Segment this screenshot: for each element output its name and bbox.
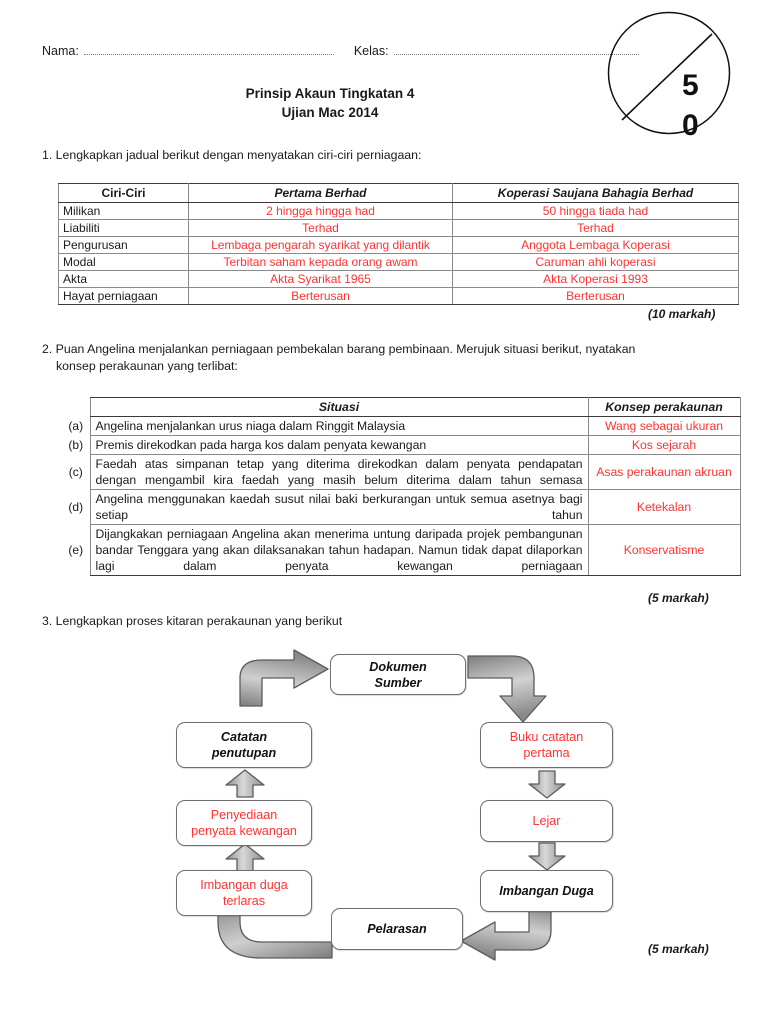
node-imbangan-duga: Imbangan Duga (480, 870, 613, 912)
title-line-2: Ujian Mac 2014 (281, 105, 379, 120)
table-header-row: Ciri-Ciri Pertama Berhad Koperasi Saujan… (58, 183, 739, 203)
node-penyediaan-line1: Penyediaan (210, 808, 278, 822)
question-2-text: 2. Puan Angelina menjalankan perniagaan … (42, 341, 722, 375)
node-catatan-line2: penutupan (211, 746, 277, 760)
table-header-row: Situasi Konsep perakaunan (62, 397, 741, 417)
cell-konsep-answer[interactable]: Ketekalan (587, 489, 741, 525)
cell-pertama-answer[interactable]: Akta Syarikat 1965 (188, 270, 453, 288)
cell-ciri: Pengurusan (58, 236, 189, 254)
cell-pertama-answer[interactable]: Berterusan (188, 287, 453, 305)
node-dokumen-sumber: Dokumen Sumber (330, 654, 466, 695)
marks-q2: (5 markah) (648, 591, 709, 605)
cell-konsep-answer[interactable]: Wang sebagai ukuran (587, 416, 741, 436)
cell-ciri: Hayat perniagaan (58, 287, 189, 305)
th-konsep-perakaunan: Konsep perakaunan (587, 397, 741, 417)
th-koperasi-saujana: Koperasi Saujana Bahagia Berhad (452, 183, 739, 203)
row-label: (e) (68, 543, 84, 557)
question-2-line-2: konsep perakaunan yang terlibat: (56, 359, 238, 373)
arrow-up-penyediaan-to-catatan (222, 768, 268, 800)
student-info-line: Nama: Kelas: (42, 44, 639, 58)
mark-digit-0: 0 (682, 109, 699, 136)
row-label: (b) (68, 438, 84, 452)
title-line-1: Prinsip Akaun Tingkatan 4 (245, 86, 415, 101)
cell-konsep-answer[interactable]: Asas perakaunan akruan (587, 454, 741, 490)
arrow-down-buku-to-lejar (526, 770, 568, 800)
cell-situasi: Faedah atas simpanan tetap yang diterima… (89, 454, 589, 490)
question-2-line-1: 2. Puan Angelina menjalankan perniagaan … (42, 342, 636, 356)
cell-koperasi-answer[interactable]: Terhad (452, 219, 739, 237)
arrow-curved-down-left-to-pelarasan (455, 902, 565, 964)
mark-digit-5: 5 (682, 69, 699, 102)
table-row: (a) Angelina menjalankan urus niaga dalam… (62, 416, 741, 436)
node-pelarasan: Pelarasan (331, 908, 463, 950)
page-title: Prinsip Akaun Tingkatan 4 Ujian Mac 2014 (0, 84, 660, 122)
cell-ciri: Milikan (58, 202, 189, 220)
cell-konsep-answer[interactable]: Konservatisme (587, 524, 741, 576)
row-label: (d) (68, 500, 84, 514)
arrow-curved-right-down-to-buku (466, 650, 562, 726)
cell-situasi: Premis direkodkan pada harga kos dalam p… (89, 435, 589, 455)
th-ciri-ciri: Ciri-Ciri (58, 183, 189, 203)
node-imbangan-duga-terlaras: Imbangan duga terlaras (176, 870, 312, 916)
question-3-text: 3. Lengkapkan proses kitaran perakaunan … (42, 614, 343, 628)
marks-q1: (10 markah) (648, 307, 716, 321)
cell-ciri: Akta (58, 270, 189, 288)
table-row: (e) Dijangkakan perniagaan Angelina akan … (62, 524, 741, 576)
table-row: (d) Angelina menggunakan kaedah susut nil… (62, 489, 741, 525)
th-situasi: Situasi (89, 397, 589, 417)
node-buku-catatan-pertama: Buku catatan pertama (480, 722, 613, 768)
total-mark-circle: 5 0 (606, 10, 732, 136)
table-konsep-perakaunan: Situasi Konsep perakaunan (a) Angelina me… (62, 397, 741, 576)
node-dokumen-sumber-line1: Dokumen (369, 659, 427, 674)
th-blank (62, 398, 90, 417)
marks-q3: (5 markah) (648, 942, 709, 956)
node-buku-catatan-line2: pertama (523, 746, 570, 760)
node-lejar: Lejar (480, 800, 613, 842)
accounting-cycle-diagram: Dokumen Sumber Buku catatan pertama Leja… (0, 640, 768, 970)
nama-input-line[interactable] (83, 46, 334, 55)
node-penyediaan-line2: penyata kewangan (191, 824, 297, 838)
cell-koperasi-answer[interactable]: Akta Koperasi 1993 (452, 270, 739, 288)
node-imbangan-terlaras-line1: Imbangan duga (200, 878, 288, 892)
cell-pertama-answer[interactable]: Lembaga pengarah syarikat yang dilantik (188, 236, 453, 254)
kelas-input-line[interactable] (393, 46, 639, 55)
node-penyediaan-penyata-kewangan: Penyediaan penyata kewangan (176, 800, 312, 846)
cell-koperasi-answer[interactable]: Anggota Lembaga Koperasi (452, 236, 739, 254)
cell-ciri: Modal (58, 253, 189, 271)
nama-label: Nama: (42, 44, 79, 58)
cell-koperasi-answer[interactable]: Caruman ahli koperasi (452, 253, 739, 271)
cell-koperasi-answer[interactable]: Berterusan (452, 287, 739, 305)
row-label: (a) (68, 419, 84, 433)
row-label: (c) (68, 465, 83, 479)
arrow-curved-up-right-to-dokumen (228, 648, 334, 710)
table-ciri-ciri-perniagaan: Ciri-Ciri Pertama Berhad Koperasi Saujan… (58, 183, 739, 305)
node-dokumen-sumber-line2: Sumber (374, 675, 422, 690)
cell-ciri: Liabiliti (58, 219, 189, 237)
cell-pertama-answer[interactable]: Terbitan saham kepada orang awam (188, 253, 453, 271)
node-catatan-line1: Catatan (220, 730, 268, 744)
table-row: (b) Premis direkodkan pada harga kos dala… (62, 435, 741, 455)
cell-situasi: Angelina menggunakan kaedah susut nilai … (89, 489, 589, 525)
cell-konsep-answer[interactable]: Kos sejarah (587, 435, 741, 455)
cell-pertama-answer[interactable]: 2 hingga hingga had (188, 202, 453, 220)
th-pertama-berhad: Pertama Berhad (188, 183, 453, 203)
cell-situasi: Dijangkakan perniagaan Angelina akan men… (89, 524, 589, 576)
arrow-down-lejar-to-imbangan-duga (526, 842, 568, 872)
node-imbangan-terlaras-line2: terlaras (223, 894, 265, 908)
kelas-label: Kelas: (353, 44, 389, 58)
cell-situasi: Angelina menjalankan urus niaga dalam Ri… (89, 416, 589, 436)
cell-koperasi-answer[interactable]: 50 hingga tiada had (452, 202, 739, 220)
node-catatan-penutupan: Catatan penutupan (176, 722, 312, 768)
cell-pertama-answer[interactable]: Terhad (188, 219, 453, 237)
table-row: (c) Faedah atas simpanan tetap yang diter… (62, 454, 741, 490)
question-1-text: 1. Lengkapkan jadual berikut dengan meny… (42, 148, 422, 162)
node-buku-catatan-line1: Buku catatan (509, 730, 584, 744)
